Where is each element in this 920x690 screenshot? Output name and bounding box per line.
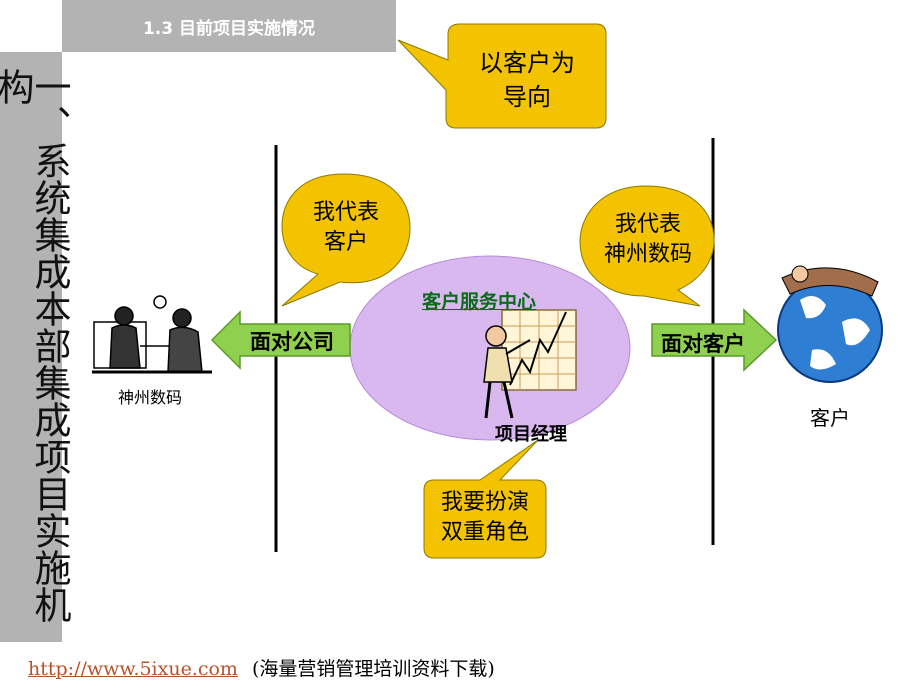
company-label: 神州数码 (117, 388, 182, 407)
bubble-left-shape (281, 173, 411, 307)
company-office-illustration (92, 295, 212, 374)
customer-globe-illustration (777, 265, 883, 383)
bubble-bottom-shape (423, 439, 547, 559)
project-manager-figure (483, 309, 577, 419)
bubble-right-shape (579, 185, 715, 307)
bubble-left-text: 我代表 客户 (312, 200, 379, 255)
face-company-label: 面对公司 (250, 330, 334, 354)
bubble-top-shape (397, 23, 607, 129)
sidebar-panel: 一、系统集成本部集成项目实施机构 (0, 52, 71, 642)
footer-link[interactable]: http://www.5ixue.com (28, 658, 238, 680)
customer-label: 客户 (810, 406, 850, 430)
slide-header: 1.3 目前项目实施情况 (62, 0, 396, 52)
bubble-top-text: 以客户为 导向 (479, 49, 575, 111)
slide-title: 1.3 目前项目实施情况 (142, 18, 316, 39)
bubble-bottom-text: 我要扮演 双重角色 (440, 490, 529, 545)
project-manager-label: 项目经理 (495, 424, 567, 445)
sidebar-title: 一、系统集成本部集成项目实施机构 (0, 68, 71, 623)
footer-note: (海量营销管理培训资料下载) (252, 658, 495, 680)
footer: http://www.5ixue.com (海量营销管理培训资料下载) (28, 654, 495, 681)
face-company-arrow (210, 310, 351, 370)
face-customer-arrow (651, 308, 778, 372)
face-customer-label: 面对客户 (661, 332, 745, 356)
bubble-right-text: 我代表 神州数码 (603, 212, 692, 267)
service-center-title: 客户服务中心 (421, 291, 536, 313)
